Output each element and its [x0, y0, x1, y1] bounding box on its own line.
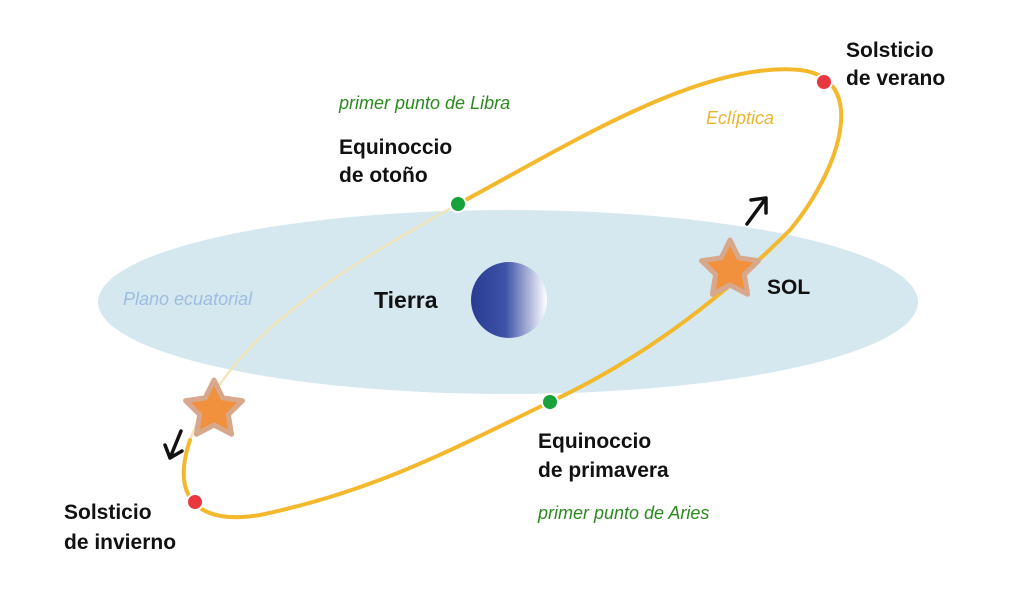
earth-label: Tierra [374, 287, 438, 313]
ecliptic-orbit [181, 67, 844, 520]
autumn-equinox-label: Equinoccio de otoño [339, 136, 458, 187]
spring-equinox-label: Equinoccio de primavera [538, 430, 669, 482]
autumn-equinox-label-line1: Equinoccio [339, 136, 452, 159]
spring-equinox-label-line2: de primavera [538, 459, 669, 482]
sun-label: SOL [767, 276, 810, 299]
aries-point-label: primer punto de Aries [537, 503, 709, 523]
spring-equinox-dot [541, 393, 559, 411]
arrow-icon [745, 196, 768, 226]
summer-solstice-label: Solsticio de verano [846, 39, 945, 90]
winter-solstice-label-line1: Solsticio [64, 501, 152, 524]
libra-point-label: primer punto de Libra [338, 93, 510, 113]
winter-solstice-label-line2: de invierno [64, 531, 176, 554]
spring-equinox-label-line1: Equinoccio [538, 430, 651, 453]
autumn-equinox-label-line2: de otoño [339, 164, 428, 187]
summer-solstice-label-line1: Solsticio [846, 39, 934, 62]
equatorial-plane-label: Plano ecuatorial [123, 289, 253, 309]
summer-solstice-dot [815, 73, 833, 91]
star-icon [183, 377, 245, 437]
winter-solstice-dot [186, 493, 204, 511]
star-icon [699, 237, 761, 297]
ecliptic-label: Eclíptica [706, 108, 774, 128]
autumn-equinox-dot [449, 195, 467, 213]
earth-sphere [471, 262, 547, 338]
winter-solstice-label: Solsticio de invierno [64, 501, 176, 554]
summer-solstice-label-line2: de verano [846, 67, 945, 90]
arrow-icon [163, 429, 184, 460]
